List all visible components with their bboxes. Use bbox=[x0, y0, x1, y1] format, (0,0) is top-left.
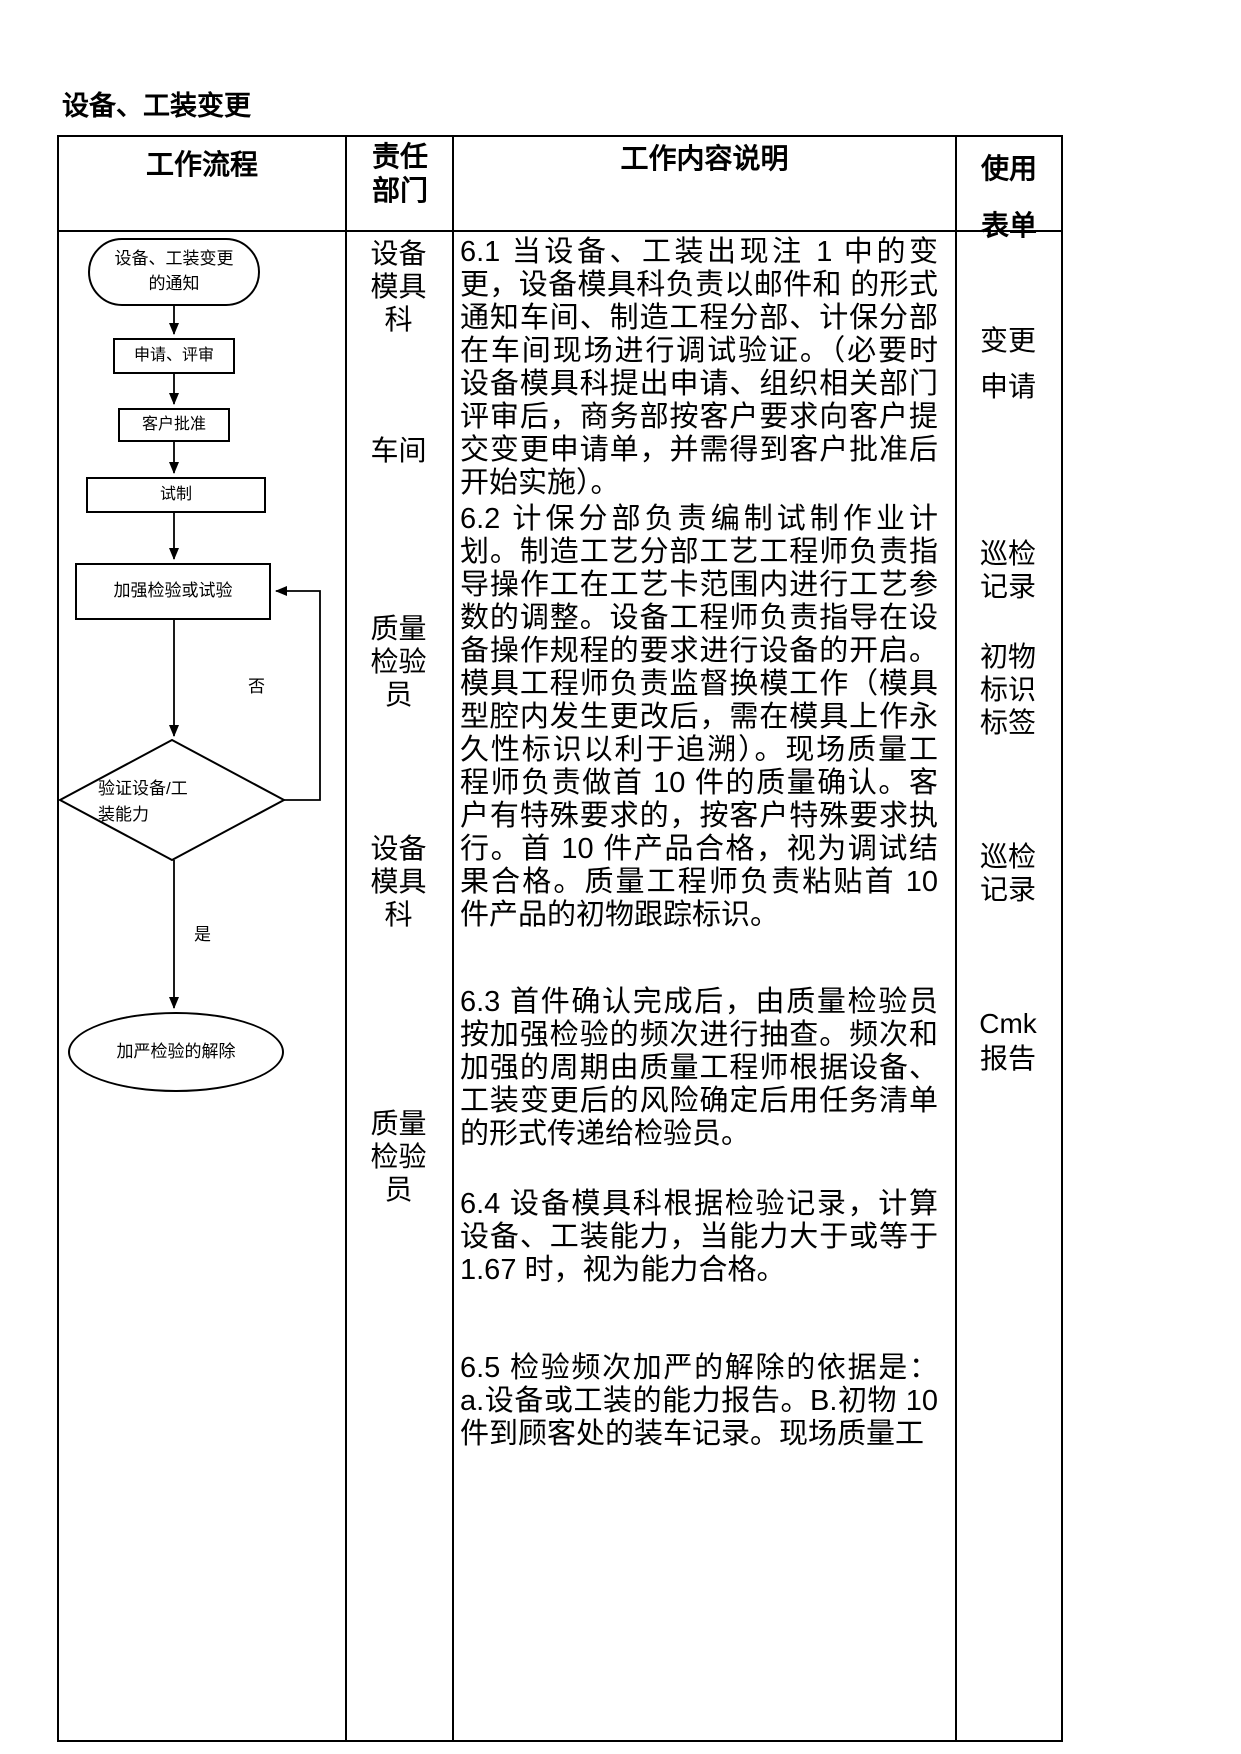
dept-quality-inspector: 质量 检验 员 bbox=[370, 1108, 427, 1205]
header-work-flow: 工作流程 bbox=[145, 149, 258, 180]
content-section-6-1: 6.1 当设备、工装出现注 1 中的变更，设备模具科负责以邮件和 的形式通知车间… bbox=[460, 236, 938, 499]
flow-node-trial-production: 试制 bbox=[86, 477, 266, 513]
form-first-article-id-tag: 初物 标识 标签 bbox=[979, 641, 1036, 738]
form-patrol-inspection-record: 巡检 记录 bbox=[979, 538, 1036, 602]
form-cmk-report: Cmk 报告 bbox=[979, 1008, 1037, 1074]
flow-node-customer-approval: 客户批准 bbox=[118, 408, 230, 442]
content-section-6-2: 6.2 计保分部负责编制试制作业计划。制造工艺分部工艺工程师负责指导操作工在工艺… bbox=[460, 503, 938, 931]
column-divider bbox=[955, 135, 957, 1742]
content-section-6-3: 6.3 首件确认完成后，由质量检验员按加强检验的频次进行抽查。频次和加强的周期由… bbox=[460, 986, 938, 1150]
flow-node-release-inspection: 加严检验的解除 bbox=[68, 1012, 284, 1092]
decision-no-label: 否 bbox=[248, 677, 265, 696]
dept-quality-inspector: 质量 检验 员 bbox=[370, 613, 427, 710]
dept-equipment-mold-section: 设备 模具 科 bbox=[370, 833, 427, 930]
form-change-application: 变更 申请 bbox=[979, 325, 1036, 402]
flow-node-apply-review: 申请、评审 bbox=[113, 338, 235, 374]
header-work-content: 工作内容说明 bbox=[620, 143, 789, 174]
content-section-6-4: 6.4 设备模具科根据检验记录，计算设备、工装能力，当能力大于或等于 1.67 … bbox=[460, 1188, 938, 1286]
dept-equipment-mold-section: 设备 模具 科 bbox=[370, 238, 427, 335]
flow-node-verify-capability: 验证设备/工 装能力 bbox=[98, 779, 188, 824]
header-row-divider bbox=[57, 230, 1063, 232]
column-divider bbox=[452, 135, 454, 1742]
header-responsible-dept: 责任 部门 bbox=[371, 141, 428, 206]
flow-node-change-notice: 设备、工装变更 的通知 bbox=[88, 238, 260, 306]
page-title: 设备、工装变更 bbox=[62, 91, 251, 121]
content-section-6-5: 6.5 检验频次加严的解除的依据是：a.设备或工装的能力报告。B.初物 10 件… bbox=[460, 1352, 938, 1450]
table-outer-border bbox=[57, 135, 1063, 1742]
column-divider bbox=[345, 135, 347, 1742]
flow-node-strengthen-inspection: 加强检验或试验 bbox=[75, 563, 271, 620]
dept-workshop: 车间 bbox=[370, 435, 427, 466]
decision-yes-label: 是 bbox=[194, 925, 211, 944]
form-patrol-inspection-record: 巡检 记录 bbox=[979, 841, 1036, 905]
header-forms-used: 使用 表单 bbox=[980, 153, 1037, 241]
